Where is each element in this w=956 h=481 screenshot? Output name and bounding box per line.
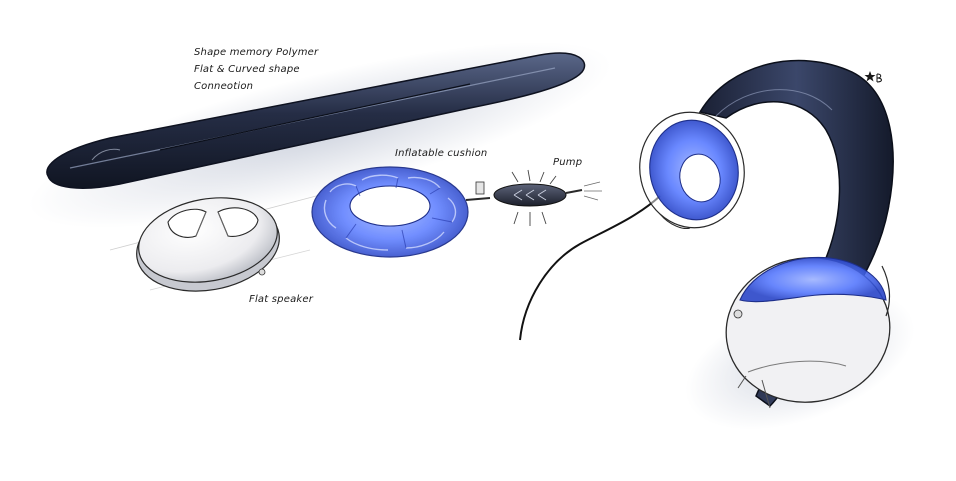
label-pump: Pump bbox=[553, 157, 583, 168]
flat-speaker-sketch bbox=[109, 194, 321, 292]
artist-signature-mark bbox=[864, 71, 882, 83]
label-flat-speaker: Flat speaker bbox=[249, 294, 314, 305]
pump-sketch bbox=[465, 169, 602, 226]
design-note-shape: Flat & Curved shape bbox=[194, 64, 300, 75]
headphones-sketch bbox=[519, 59, 915, 430]
inflatable-cushion-sketch bbox=[311, 166, 469, 258]
design-note-material: Shape memory Polymer bbox=[194, 47, 319, 58]
flexible-headband-sketch bbox=[28, 41, 612, 229]
label-inflatable-cushion: Inflatable cushion bbox=[395, 148, 488, 159]
design-note-connection: Conneotion bbox=[194, 81, 254, 92]
